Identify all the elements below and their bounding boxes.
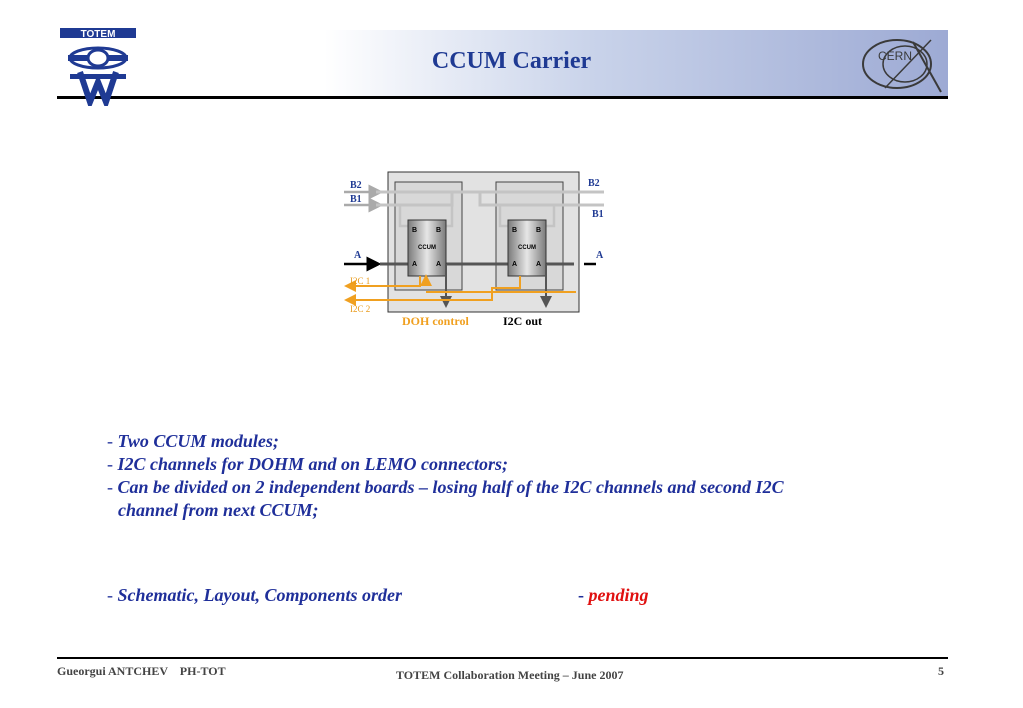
bullet-dash: - <box>107 477 118 497</box>
totem-logo-text: TOTEM <box>81 29 116 40</box>
totem-logo: TOTEM <box>60 28 136 106</box>
cern-logo: CERN <box>862 39 942 93</box>
status-dash: - <box>107 585 118 605</box>
footer-author: Gueorgui ANTCHEV PH-TOT <box>57 664 226 678</box>
chip2-a-right: A <box>536 261 541 268</box>
b-tap-1 <box>398 205 410 228</box>
ccum-chip-1 <box>407 219 447 277</box>
caption-i2c-out: I2C out <box>503 314 542 328</box>
footer-divider <box>57 657 948 659</box>
label-b2-right: B2 <box>588 178 600 189</box>
bullet-item: - Two CCUM modules; <box>107 430 937 453</box>
bullet-text: Two CCUM modules; <box>117 431 279 451</box>
header-divider <box>57 96 948 99</box>
bullet-text: channel from next CCUM; <box>118 500 319 520</box>
page-title: CCUM Carrier <box>431 48 592 74</box>
b-bus-line-1 <box>376 190 604 207</box>
bullet-dash: - <box>107 431 118 451</box>
chip2-b-left: B <box>512 227 517 234</box>
label-a-right: A <box>596 250 604 261</box>
ccum-carrier-diagram: B B CCUM A A B B CCUM A A B2 B1 B2 B1 A … <box>344 171 604 328</box>
bullet-item: - I2C channels for DOHM and on LEMO conn… <box>107 453 937 476</box>
label-a-left: A <box>354 250 362 261</box>
ccum-chip-2 <box>507 219 547 277</box>
label-i2c1: I2C 1 <box>350 276 370 286</box>
bullet-continuation: channel from next CCUM; <box>107 499 937 522</box>
b-bus-line-2 <box>376 190 604 207</box>
chip1-a-left: A <box>412 261 417 268</box>
label-b1-left: B1 <box>350 194 362 205</box>
i2c2-line <box>344 276 521 306</box>
bullet-text: Can be divided on 2 independent boards –… <box>117 477 784 497</box>
chip1-b-right: B <box>436 227 441 234</box>
footer-meeting: TOTEM Collaboration Meeting – June 2007 <box>396 668 624 682</box>
header-band <box>57 30 948 96</box>
label-b2-left: B2 <box>350 180 362 191</box>
label-b1-right: B1 <box>592 209 604 220</box>
chip2-a-left: A <box>512 261 517 268</box>
chip1-b-left: B <box>412 227 417 234</box>
chip1-a-right: A <box>436 261 441 268</box>
cern-logo-text: CERN <box>878 49 912 63</box>
footer-page-number: 5 <box>938 664 944 678</box>
status-line: - Schematic, Layout, Components order <box>107 585 402 606</box>
label-i2c2: I2C 2 <box>350 304 370 314</box>
caption-doh-control: DOH control <box>402 314 469 328</box>
status-value: pending <box>588 585 649 605</box>
status-value-wrap: - pending <box>578 585 649 606</box>
status-text: Schematic, Layout, Components order <box>117 585 403 605</box>
chip2-b-right: B <box>536 227 541 234</box>
chip1-label: CCUM <box>418 245 436 251</box>
bullet-list: - Two CCUM modules; - I2C channels for D… <box>107 430 937 522</box>
status-separator: - <box>578 585 589 605</box>
bullet-text: I2C channels for DOHM and on LEMO connec… <box>117 454 509 474</box>
bullet-dash: - <box>107 454 118 474</box>
chip2-label: CCUM <box>518 245 536 251</box>
bullet-item: - Can be divided on 2 independent boards… <box>107 476 937 499</box>
